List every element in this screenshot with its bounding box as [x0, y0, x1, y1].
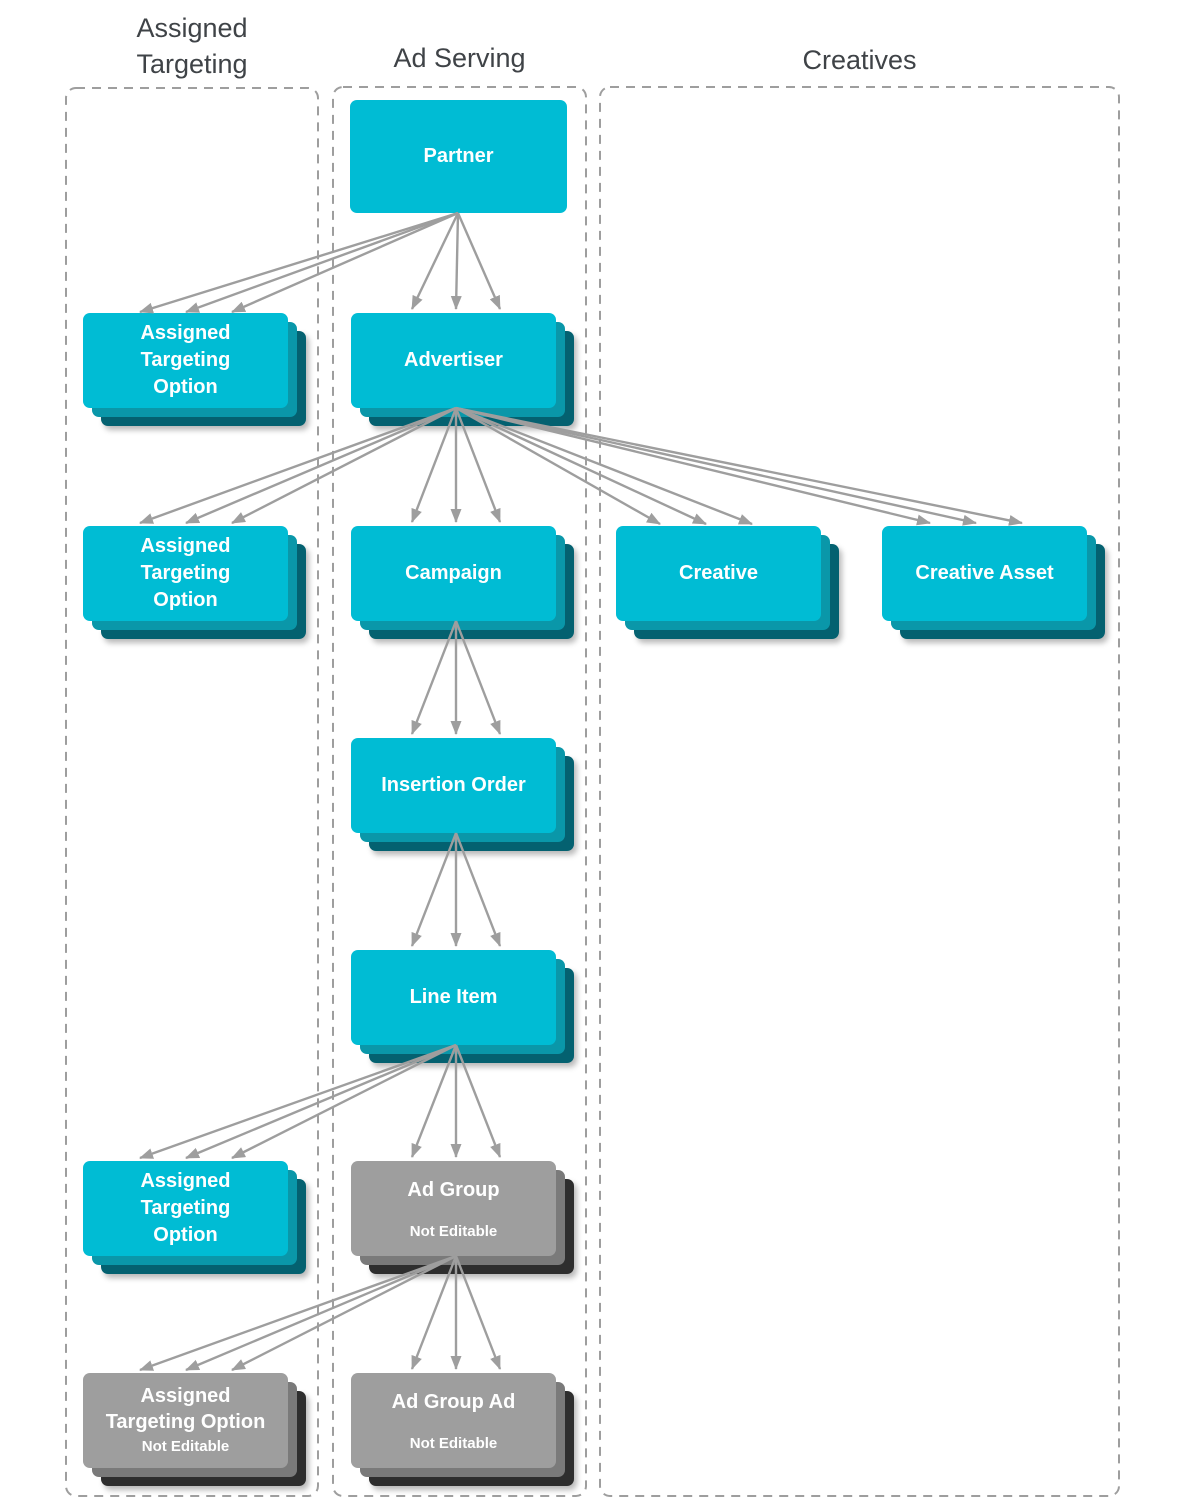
node-label: Creative — [679, 562, 758, 584]
node-status-badge: Not Editable — [141, 1438, 230, 1455]
node-creative: Creative — [616, 526, 839, 639]
node-label: Assigned Targeting Option — [140, 322, 231, 398]
node-label: Ad Group Ad — [391, 1391, 516, 1413]
group-container-assigned-targeting — [66, 88, 322, 1500]
node-label: Ad Group — [407, 1179, 500, 1201]
node-campaign: Campaign — [351, 526, 574, 639]
node-label: Assigned Targeting Option — [140, 535, 231, 611]
column-header-creatives: Creatives — [802, 45, 917, 75]
node-creative-asset: Creative Asset — [882, 526, 1105, 639]
node-assigned-targeting-option-ad-group: Assigned Targeting Option Not Editable — [83, 1373, 306, 1486]
group-container-creatives — [600, 87, 1123, 1500]
node-status-badge: Not Editable — [409, 1435, 498, 1452]
node-label: Advertiser — [404, 349, 503, 371]
node-label: Campaign — [405, 562, 502, 584]
node-label: Assigned Targeting Option — [105, 1385, 266, 1433]
node-status-badge: Not Editable — [409, 1223, 498, 1240]
node-label: Assigned Targeting Option — [140, 1170, 231, 1246]
column-header-assigned-targeting: Assigned Targeting — [136, 13, 248, 79]
node-ad-group-ad: Ad Group Ad Not Editable — [351, 1373, 574, 1486]
node-advertiser: Advertiser — [351, 313, 574, 426]
node-label: Insertion Order — [381, 774, 526, 796]
node-label: Partner — [423, 145, 494, 167]
node-label: Line Item — [409, 986, 498, 1008]
node-partner: Partner — [350, 100, 567, 213]
node-ad-group: Ad Group Not Editable — [351, 1161, 574, 1274]
node-insertion-order: Insertion Order — [351, 738, 574, 851]
node-assigned-targeting-option-advertiser: Assigned Targeting Option — [83, 313, 306, 426]
node-assigned-targeting-option-line-item: Assigned Targeting Option — [83, 1161, 306, 1274]
node-line-item: Line Item — [351, 950, 574, 1063]
node-label: Creative Asset — [915, 562, 1054, 584]
node-assigned-targeting-option-campaign: Assigned Targeting Option — [83, 526, 306, 639]
column-header-ad-serving: Ad Serving — [393, 43, 526, 73]
